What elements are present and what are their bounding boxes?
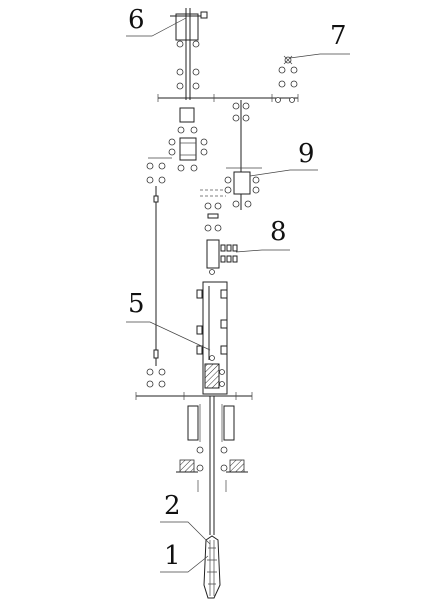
top-head-block [175, 13, 199, 41]
hatched-supports [176, 459, 248, 492]
callout-9: 9 [298, 139, 315, 169]
lower-beam [135, 392, 253, 400]
bottom-tool [203, 535, 221, 599]
callout-7: 7 [330, 21, 347, 51]
main-column [196, 281, 228, 395]
lower-guides [187, 396, 235, 535]
left-cable-assembly [146, 157, 172, 388]
middle-guide-rollers [200, 195, 226, 232]
callout-1: 1 [164, 541, 181, 571]
callout-labels: 6 7 9 8 5 2 1 [128, 5, 347, 571]
callout-leaders [126, 17, 350, 573]
right-upper-pulley-group [275, 55, 298, 103]
clamp-block [206, 239, 238, 275]
central-hanger [168, 107, 208, 172]
callout-5: 5 [128, 289, 145, 319]
upper-beam [157, 94, 299, 102]
right-carriage-box [233, 171, 251, 195]
callout-6: 6 [128, 5, 145, 35]
top-rollers [176, 40, 200, 90]
spring-element [204, 363, 220, 389]
callout-2: 2 [164, 491, 181, 521]
callout-8: 8 [270, 217, 287, 247]
top-head-assembly [170, 8, 208, 100]
right-cable-assembly [200, 100, 262, 210]
